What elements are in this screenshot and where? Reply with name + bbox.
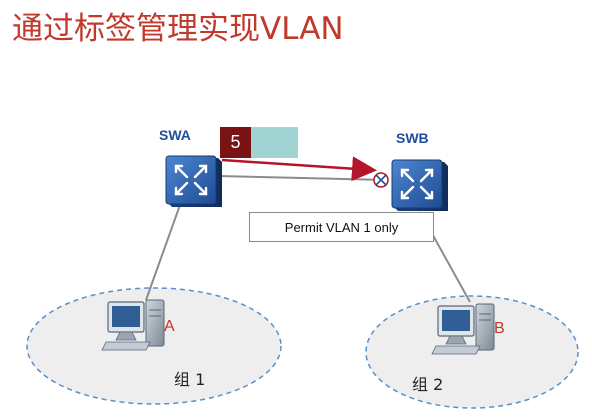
trunk-permit-note: Permit VLAN 1 only <box>249 212 434 242</box>
group-1-label: 组 1 <box>174 370 206 389</box>
switch-swb-icon[interactable] <box>391 159 448 211</box>
host-a-computer-icon[interactable] <box>101 299 165 351</box>
switch-swa-label: SWA <box>159 127 191 143</box>
link-swa-host-a <box>145 204 181 301</box>
page-title: 通过标签管理实现VLAN <box>12 11 344 47</box>
switch-swb-label: SWB <box>396 130 429 146</box>
drop-x-icon <box>373 172 389 188</box>
host-b-label: B <box>494 320 505 337</box>
host-b-computer-icon[interactable] <box>431 303 495 355</box>
frame-data <box>251 127 298 158</box>
vlan-tag: 5 <box>220 127 251 158</box>
host-a-label: A <box>164 318 175 335</box>
tagged-frame: 5 <box>220 127 298 158</box>
switch-swa-icon[interactable] <box>165 155 222 207</box>
group-2-label: 组 2 <box>412 375 444 394</box>
trunk-link <box>217 175 386 181</box>
frame-arrow <box>221 156 377 182</box>
